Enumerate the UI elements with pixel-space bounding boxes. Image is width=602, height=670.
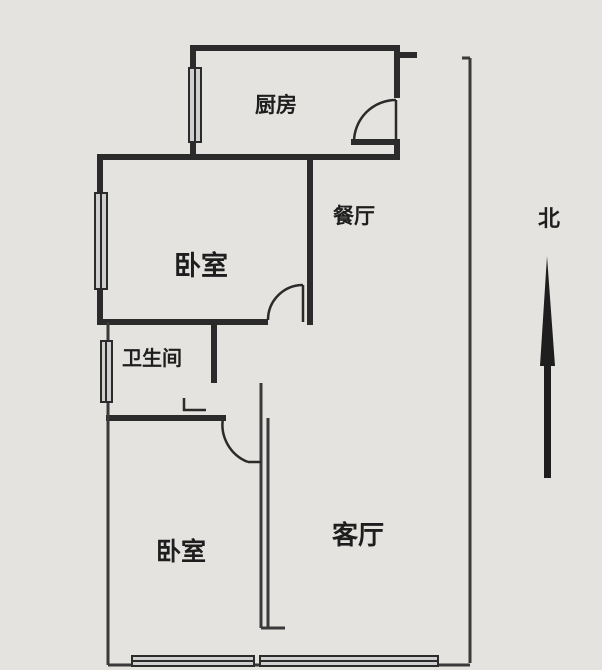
bedroom-upper-door-arc bbox=[266, 283, 304, 321]
bedroom-lower-label: 卧室 bbox=[156, 537, 206, 566]
bedroom-lower-door-arc bbox=[221, 417, 249, 464]
dining-label: 餐厅 bbox=[333, 204, 375, 228]
north-arrow-shaft bbox=[544, 358, 551, 478]
north-label: 北 bbox=[538, 207, 560, 232]
bathroom-label: 卫生间 bbox=[122, 346, 182, 370]
north-arrow-icon bbox=[540, 256, 555, 366]
north-arrow: 北 bbox=[538, 207, 560, 478]
kitchen-label: 厨房 bbox=[255, 93, 297, 117]
windows bbox=[94, 67, 439, 667]
doors bbox=[182, 98, 398, 464]
bathroom-fixture bbox=[182, 398, 206, 412]
bedroom-upper-label: 卧室 bbox=[174, 250, 228, 282]
living-label: 客厅 bbox=[332, 520, 384, 551]
kitchen-door-arc bbox=[352, 98, 397, 143]
room-labels: 厨房 餐厅 卧室 卫生间 卧室 客厅 bbox=[122, 93, 384, 566]
